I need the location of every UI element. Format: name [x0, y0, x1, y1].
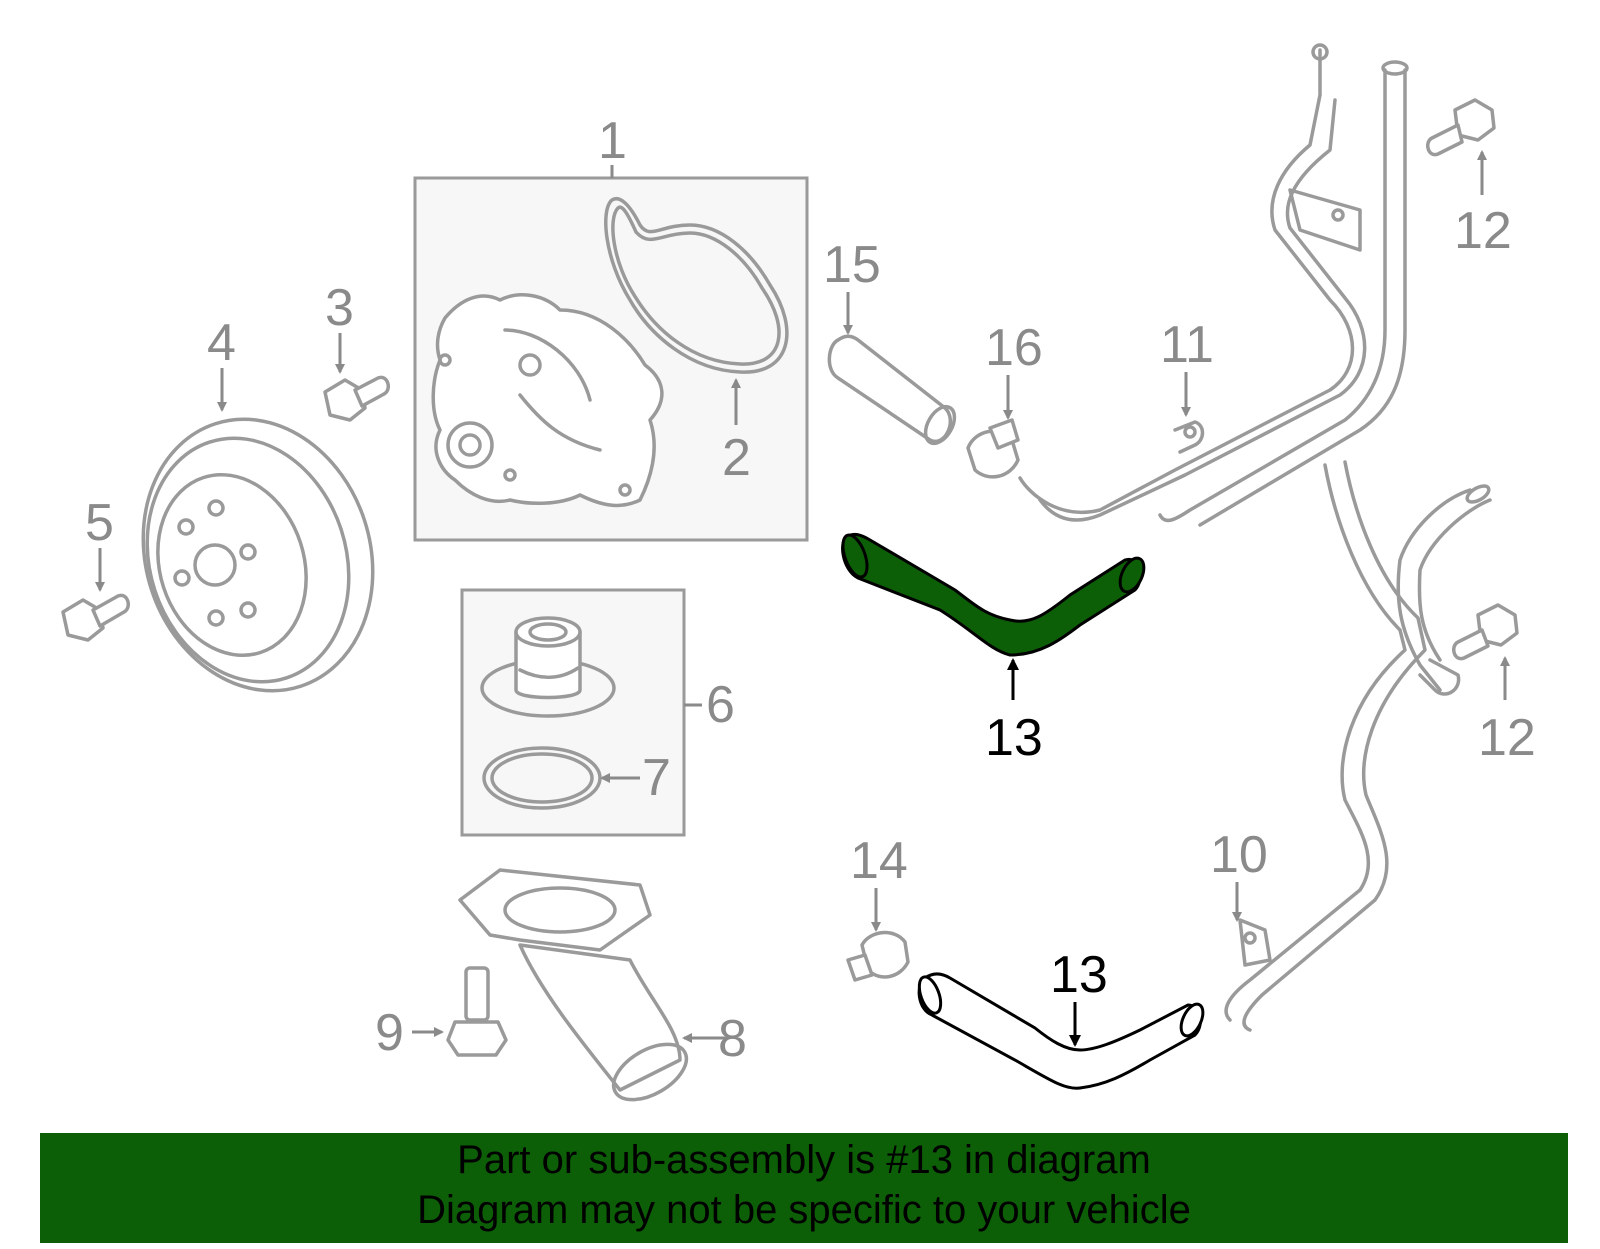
callout-5: 5: [85, 494, 114, 552]
callout-2: 2: [722, 429, 751, 487]
thermostat: [480, 616, 616, 718]
part-info-banner: Part or sub-assembly is #13 in diagram D…: [40, 1133, 1568, 1243]
clamp-14: [846, 930, 910, 982]
bolt-5: [61, 593, 130, 642]
callout-13-top[interactable]: 13: [985, 709, 1043, 767]
bolt-12-lower: [1452, 603, 1519, 661]
banner-line-2: Diagram may not be specific to your vehi…: [417, 1188, 1191, 1232]
callout-11: 11: [1160, 316, 1214, 374]
water-pipe-10: [1224, 460, 1492, 1032]
callout-3: 3: [325, 279, 354, 337]
callout-1: 1: [598, 112, 627, 170]
callout-10: 10: [1210, 826, 1268, 884]
callout-13-lower[interactable]: 13: [1050, 946, 1108, 1004]
callout-14: 14: [850, 832, 908, 890]
bolt-3: [323, 375, 390, 422]
callout-16: 16: [985, 319, 1043, 377]
callout-7: 7: [642, 749, 671, 807]
callout-9: 9: [375, 1004, 404, 1062]
callout-6: 6: [706, 676, 735, 734]
bolt-12-top: [1426, 98, 1496, 157]
hose-13-highlighted[interactable]: [838, 532, 1149, 657]
callout-8: 8: [718, 1010, 747, 1068]
callout-15: 15: [823, 236, 881, 294]
callout-12-lower: 12: [1478, 709, 1536, 767]
parts-diagram: 1 2 4 3 5 6 7: [61, 43, 1536, 1102]
callout-4: 4: [207, 314, 236, 372]
water-pump-pulley: [141, 417, 375, 693]
bolt-9: [446, 966, 508, 1057]
water-pump-gasket: [604, 197, 789, 374]
hose-13-lower[interactable]: [915, 972, 1207, 1090]
callout-12-top: 12: [1454, 202, 1512, 260]
hose-15: [827, 334, 957, 446]
banner-line-1: Part or sub-assembly is #13 in diagram: [457, 1138, 1151, 1182]
water-pipe-11: [1018, 43, 1409, 527]
water-outlet: [458, 868, 689, 1102]
clamp-16: [966, 418, 1020, 479]
water-pump: [431, 293, 664, 508]
